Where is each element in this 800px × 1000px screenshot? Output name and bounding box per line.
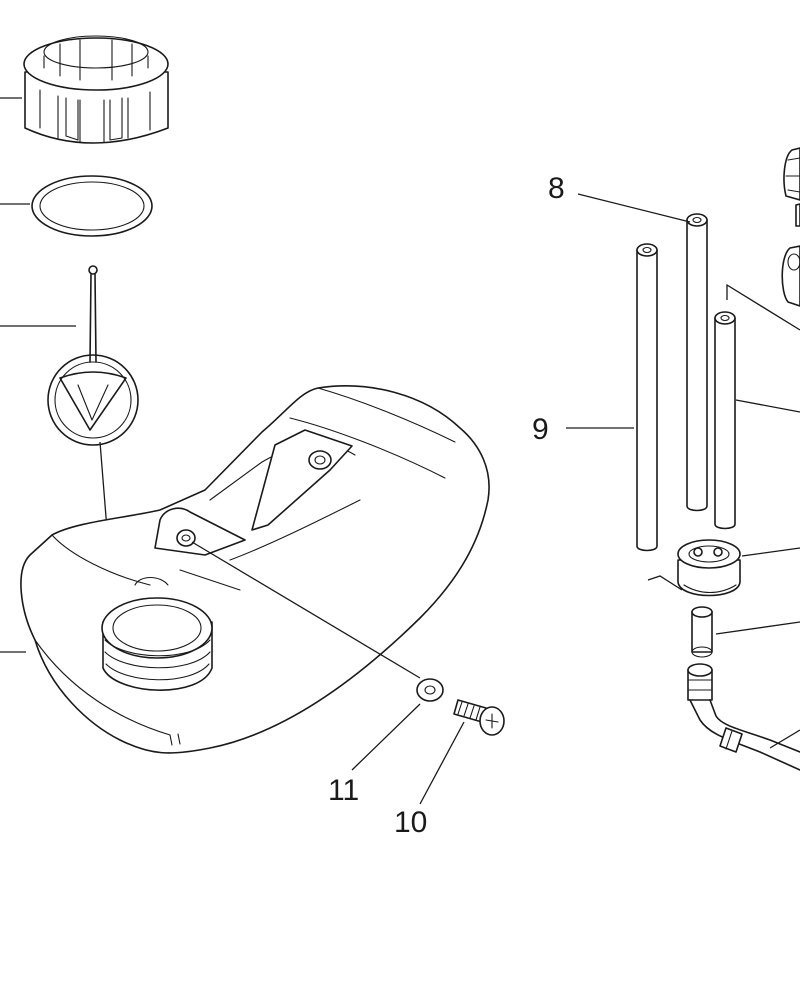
fuel-strainer xyxy=(47,265,139,446)
leader-connector xyxy=(715,621,800,635)
fuel-hose-middle xyxy=(686,213,708,512)
bolt xyxy=(453,699,505,736)
fuel-cap xyxy=(23,35,169,144)
leader-hose-right-mid xyxy=(735,399,800,413)
callout-10: 10 xyxy=(394,806,427,839)
grommet xyxy=(677,539,741,597)
callout-8: 8 xyxy=(548,172,565,205)
connector-hose xyxy=(691,606,713,658)
leader-boss-to-washer xyxy=(191,541,421,679)
fuel-hose-right xyxy=(714,311,736,530)
leader-8 xyxy=(577,193,691,223)
leader-grommet-left xyxy=(647,575,683,591)
gasket-ring xyxy=(31,175,153,237)
fuel-hose-left xyxy=(636,243,658,552)
fuel-tank xyxy=(20,385,490,754)
fuel-filter-line xyxy=(687,663,800,771)
callout-11: 11 xyxy=(328,774,359,807)
leader-hose-right-top xyxy=(726,283,800,331)
leader-11 xyxy=(351,703,421,771)
callout-9: 9 xyxy=(532,413,549,446)
leader-grommet xyxy=(741,547,800,557)
carburetor-fitting-bottom xyxy=(781,245,800,307)
leader-10 xyxy=(419,721,465,805)
leader-line xyxy=(769,729,800,749)
washer xyxy=(416,678,444,702)
carburetor-fitting-top xyxy=(783,147,800,227)
